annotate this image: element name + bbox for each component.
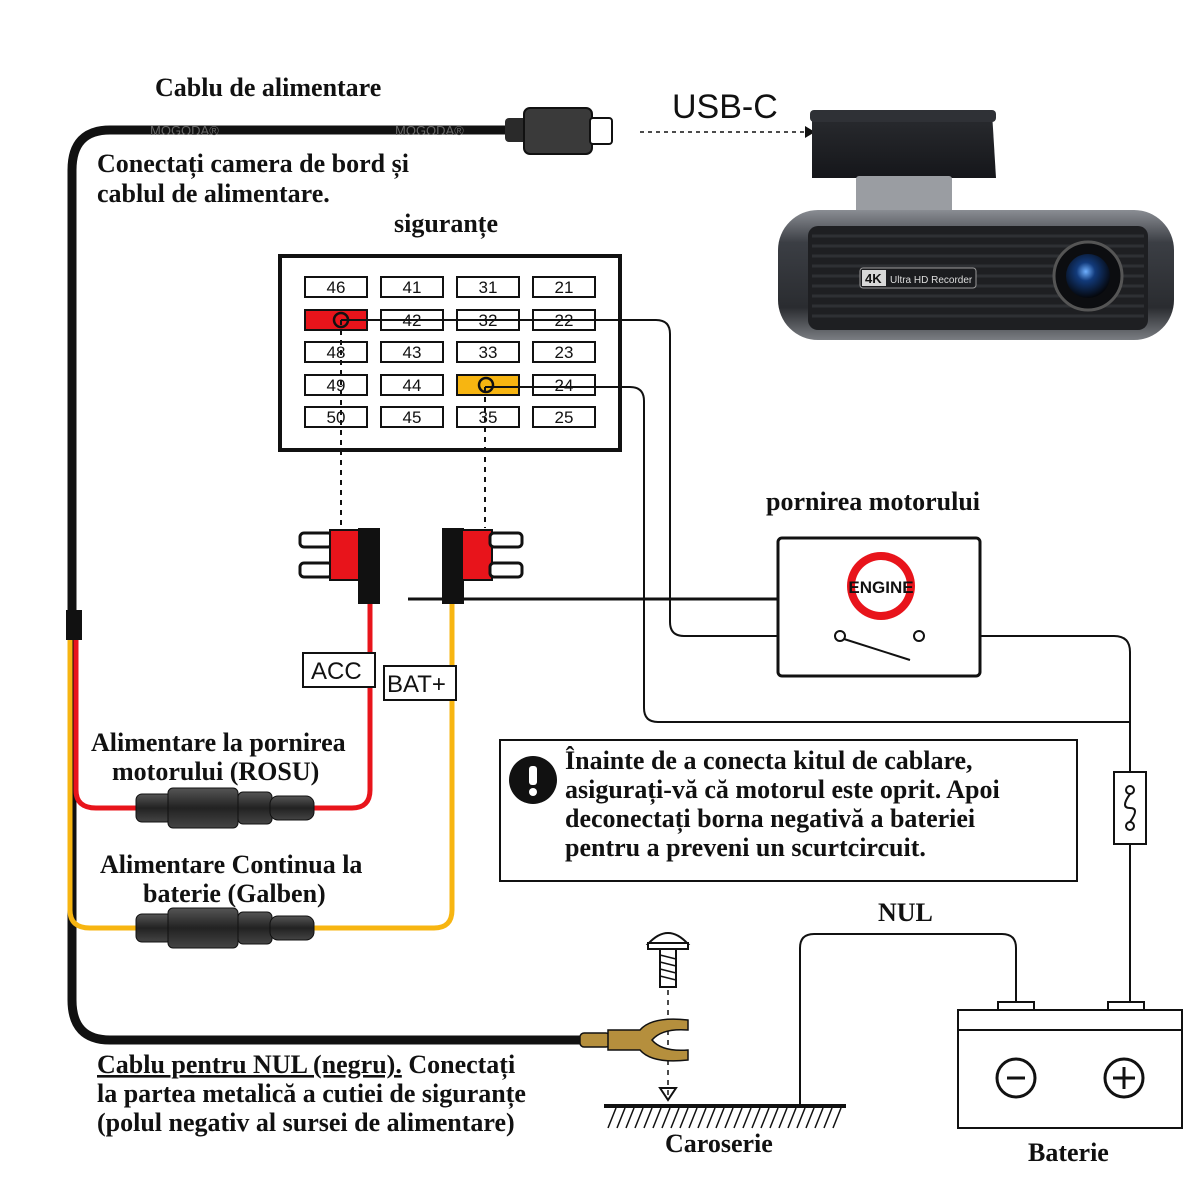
inline-fuse-holder-red [135, 787, 315, 829]
fuse-slot [380, 374, 444, 396]
ignition-label-line2: motorului (ROSU) [112, 757, 319, 786]
fuse-number: 44 [403, 376, 422, 395]
ignition-label-line1: Alimentare la pornirea [91, 728, 346, 757]
fuse-slot [304, 374, 368, 396]
fuse-slot [532, 374, 596, 396]
usb-c-label: USB-C [672, 88, 778, 126]
ground-label-line1: Cablu pentru NUL (negru). Conectați [97, 1050, 515, 1080]
cable-brand-text: MOGODA® [150, 123, 219, 138]
fuse-slot [456, 276, 520, 298]
fuse-number: 33 [479, 343, 498, 362]
battery [957, 1001, 1183, 1129]
fuse-slot [532, 406, 596, 428]
warning-box [499, 739, 1078, 882]
fuse-slot [456, 341, 520, 363]
fuse-number: 41 [403, 278, 422, 297]
fuse-slot [532, 276, 596, 298]
fuse-number: 46 [327, 278, 346, 297]
ground-label-rest: Conectați [402, 1050, 515, 1080]
fuse-slot [456, 406, 520, 428]
screw-arrow-icon [658, 1087, 678, 1102]
engine-badge-text: ENGINE [848, 578, 913, 597]
fuse-slot [304, 341, 368, 363]
warning-line1: Înainte de a conecta kitul de cablare, [565, 746, 973, 775]
acc-label: ACC [311, 658, 362, 685]
usb-c-plug [505, 107, 613, 155]
camera-badge-text: Ultra HD Recorder [890, 275, 973, 286]
circuit-lines [341, 319, 1131, 1104]
screw-icon [645, 932, 691, 988]
warning-line3: deconectați borna negativă a bateriei [565, 804, 975, 834]
acc-label-box [302, 652, 376, 688]
cable-brand-text: MOGODA® [395, 123, 464, 138]
fuse-number: 50 [327, 408, 346, 427]
ground-label-line2: la partea metalică a cutiei de siguranțe [97, 1079, 526, 1109]
fuse-number: 49 [327, 376, 346, 395]
fuses-title: siguranțe [394, 209, 498, 239]
fuse-number: 43 [403, 343, 422, 362]
fuse-number: 24 [555, 376, 574, 395]
fuse-slot [304, 276, 368, 298]
dashcam: 4K Ultra HD Recorder [778, 110, 1174, 340]
connect-instruction-line2: cablul de alimentare. [97, 179, 330, 208]
fuse-slot [380, 276, 444, 298]
bat-label-box [383, 665, 457, 701]
fuse-slot [380, 341, 444, 363]
camera-badge-4k: 4K [865, 271, 882, 286]
usb-arrow-icon [805, 126, 815, 138]
bat-label: BAT+ [387, 671, 446, 698]
connect-instruction-line1: Conectați camera de bord și [97, 149, 409, 179]
fuse-number: 31 [479, 278, 498, 297]
inline-fuse-holder-yellow [135, 907, 315, 949]
fuse-number: 48 [327, 343, 346, 362]
ground-lug-icon [579, 1018, 689, 1062]
battery-label: Baterie [1028, 1138, 1109, 1167]
nul-label: NUL [878, 898, 933, 927]
constant-label-line2: baterie (Galben) [143, 879, 326, 908]
engine-start-title: pornirea motorului [766, 487, 980, 516]
add-a-fuse-bat [442, 528, 524, 604]
battery-line-fuse [1113, 771, 1147, 845]
fuse-slot [380, 406, 444, 428]
warning-icon [509, 756, 557, 804]
fuse-number: 45 [403, 408, 422, 427]
chassis-label: Caroserie [665, 1129, 773, 1158]
fuse-slot [304, 406, 368, 428]
fuse-slot [532, 341, 596, 363]
engine-button-icon: ENGINE [847, 552, 915, 620]
fuse-number: 21 [555, 278, 574, 297]
warning-line4: pentru a preveni un scurtcircuit. [565, 833, 926, 862]
power-cable-title: Cablu de alimentare [155, 73, 381, 102]
ground-label-line3: (polul negativ al sursei de alimentare) [97, 1108, 515, 1137]
warning-line2: asigurați-vă că motorul este oprit. Apoi [565, 775, 1000, 805]
fuse-number: 25 [555, 408, 574, 427]
ground-label-underlined: Cablu pentru NUL (negru). [97, 1050, 402, 1079]
fuse-number: 23 [555, 343, 574, 362]
constant-label-line1: Alimentare Continua la [100, 850, 362, 879]
wire-split-sleeve [66, 610, 82, 640]
add-a-fuse-acc [298, 528, 380, 604]
ignition-switch [834, 630, 925, 661]
black-power-cable: MOGODA® MOGODA® [67, 123, 590, 1045]
red-wire [73, 600, 373, 811]
fuse-slot [456, 374, 520, 396]
chassis-ground [604, 1104, 846, 1129]
yellow-wire [67, 600, 455, 931]
fuse-number: 35 [479, 408, 498, 427]
